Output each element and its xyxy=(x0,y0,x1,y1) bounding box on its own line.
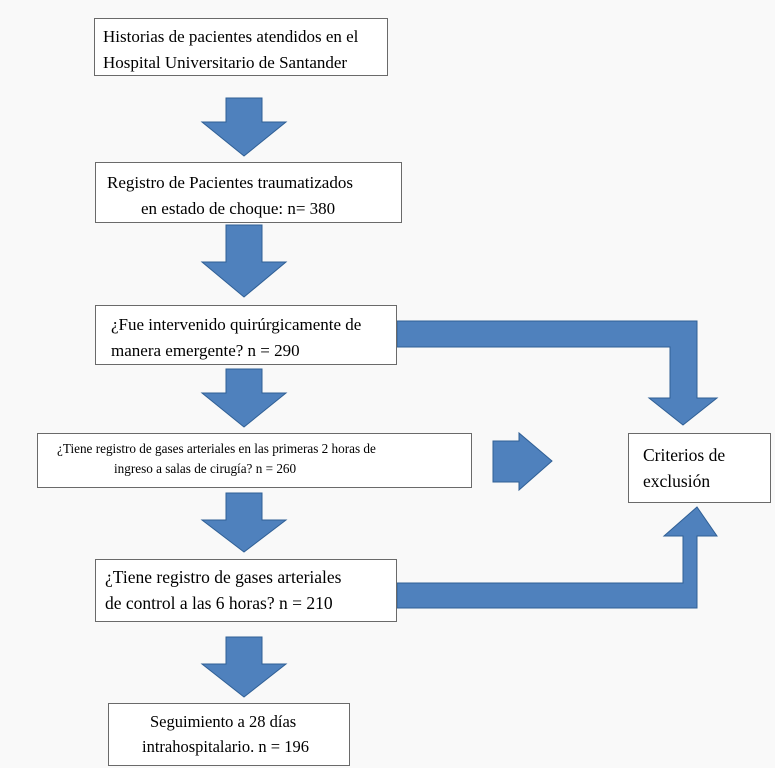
node-historias: Historias de pacientes atendidos en el H… xyxy=(94,18,388,76)
node-exclusion: Criterios de exclusión xyxy=(628,433,771,503)
node-intervenido: ¿Fue intervenido quirúrgicamente de mane… xyxy=(95,305,397,365)
arrow-gases-2h-to-exclusion xyxy=(492,431,553,492)
node-exclusion-line-2: exclusión xyxy=(643,471,711,492)
node-gases-2h-line-1: ¿Tiene registro de gases arteriales en l… xyxy=(57,441,376,456)
node-gases-2h: ¿Tiene registro de gases arteriales en l… xyxy=(37,433,472,488)
node-intervenido-line-2: manera emergente? n = 290 xyxy=(111,340,300,360)
arrow-gases-6h-to-seguimiento xyxy=(200,636,288,698)
node-registro: Registro de Pacientes traumatizados en e… xyxy=(95,162,402,223)
arrow-registro-to-intervenido xyxy=(200,224,288,298)
node-exclusion-line-1: Criterios de xyxy=(643,445,726,465)
arrow-gases-2h-to-gases-6h xyxy=(200,492,288,553)
node-registro-line-1: Registro de Pacientes traumatizados xyxy=(107,173,353,192)
node-gases-6h-line-2: de control a las 6 horas? n = 210 xyxy=(105,593,333,614)
node-gases-2h-line-2: ingreso a salas de cirugía? n = 260 xyxy=(114,461,297,477)
node-historias-line-1: Historias de pacientes atendidos en el xyxy=(103,27,359,46)
node-seguimiento: Seguimiento a 28 días intrahospitalario.… xyxy=(108,703,350,766)
node-seguimiento-line-1: Seguimiento a 28 días xyxy=(150,712,297,731)
node-gases-6h-line-1: ¿Tiene registro de gases arteriales xyxy=(105,567,342,587)
node-historias-line-2: Hospital Universitario de Santander xyxy=(103,52,348,72)
node-intervenido-line-1: ¿Fue intervenido quirúrgicamente de xyxy=(111,315,362,334)
arrow-gases-6h-to-exclusion xyxy=(396,506,718,609)
node-gases-6h: ¿Tiene registro de gases arteriales de c… xyxy=(95,559,397,622)
node-registro-line-2: en estado de choque: n= 380 xyxy=(141,198,336,218)
arrow-intervenido-to-exclusion xyxy=(396,320,719,426)
arrow-historias-to-registro xyxy=(200,97,288,157)
node-seguimiento-line-2: intrahospitalario. n = 196 xyxy=(142,736,309,756)
arrow-intervenido-to-gases-2h xyxy=(200,368,288,428)
